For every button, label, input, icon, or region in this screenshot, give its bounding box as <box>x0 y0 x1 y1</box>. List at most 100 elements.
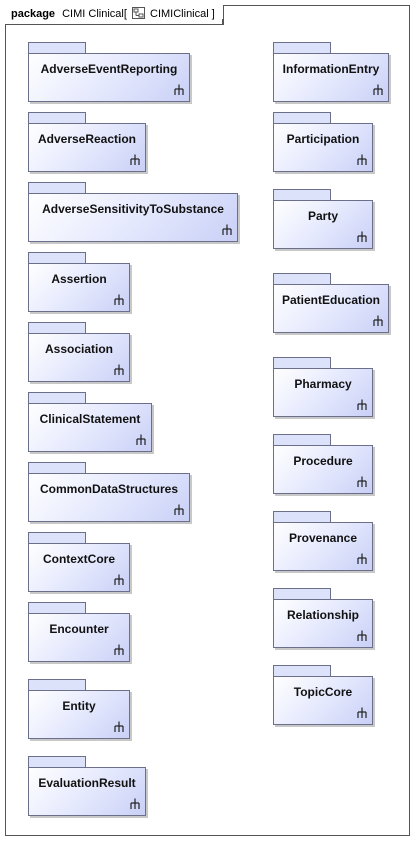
package-tab <box>273 665 331 677</box>
package-name: AdverseSensitivityToSubstance <box>42 202 224 216</box>
package-tab <box>28 392 86 404</box>
package-body <box>28 193 238 242</box>
package-name: AdverseEventReporting <box>40 62 178 76</box>
package-tab <box>28 532 86 544</box>
package-body <box>273 123 373 172</box>
package-tab <box>28 42 86 54</box>
package-tab <box>28 322 86 334</box>
package-name: Party <box>307 209 339 223</box>
package-name: EvaluationResult <box>38 776 136 790</box>
package-body <box>273 445 373 494</box>
package-assertion[interactable]: Assertion <box>28 252 130 312</box>
package-name: AdverseReaction <box>37 132 137 146</box>
package-tab <box>28 252 86 264</box>
package-information-entry[interactable]: InformationEntry <box>273 42 389 102</box>
package-contents-icon <box>130 798 140 809</box>
package-relationship[interactable]: Relationship <box>273 588 373 648</box>
package-tab <box>28 112 86 124</box>
package-name: Procedure <box>293 454 353 468</box>
package-tab <box>28 182 86 194</box>
package-contents-icon <box>373 315 383 326</box>
package-name: Entity <box>62 699 96 713</box>
frame-keyword: package <box>11 8 56 20</box>
package-name: PatientEducation <box>281 293 380 307</box>
package-body <box>28 333 130 382</box>
package-clinical-statement[interactable]: ClinicalStatement <box>28 392 152 452</box>
package-common-data-structures[interactable]: CommonDataStructures <box>28 462 190 522</box>
package-body <box>273 53 389 102</box>
package-tab <box>273 189 331 201</box>
package-body <box>28 53 190 102</box>
package-contents-icon <box>136 434 146 445</box>
package-body <box>28 403 152 452</box>
frame-package-name: CIMI Clinical[ <box>62 8 127 20</box>
package-body <box>28 690 130 739</box>
package-name: CommonDataStructures <box>39 482 179 496</box>
package-contents-icon <box>174 84 184 95</box>
package-body <box>28 123 146 172</box>
package-entity[interactable]: Entity <box>28 679 130 739</box>
package-topic-core[interactable]: TopicCore <box>273 665 373 725</box>
package-body <box>28 263 130 312</box>
package-tab <box>273 357 331 369</box>
package-body <box>273 522 373 571</box>
package-name: Encounter <box>49 622 109 636</box>
package-body <box>273 284 389 333</box>
package-name: TopicCore <box>293 685 353 699</box>
package-tab <box>273 42 331 54</box>
package-contents-icon <box>357 399 367 410</box>
package-contents-icon <box>114 644 124 655</box>
package-contents-icon <box>130 154 140 165</box>
frame-diagram-name: CIMIClinical <box>150 8 209 20</box>
package-contents-icon <box>357 231 367 242</box>
package-contents-icon <box>357 154 367 165</box>
package-name: ContextCore <box>42 552 115 566</box>
package-procedure[interactable]: Procedure <box>273 434 373 494</box>
frame-close-bracket: ] <box>211 8 215 20</box>
package-evaluation-result[interactable]: EvaluationResult <box>28 756 146 816</box>
package-body <box>28 543 130 592</box>
package-provenance[interactable]: Provenance <box>273 511 373 571</box>
package-name: Association <box>44 342 113 356</box>
package-patient-education[interactable]: PatientEducation <box>273 273 389 333</box>
package-tab <box>273 273 331 285</box>
package-name: Assertion <box>51 272 107 286</box>
package-contents-icon <box>114 294 124 305</box>
package-contents-icon <box>373 84 383 95</box>
package-body <box>273 599 373 648</box>
package-body <box>28 473 190 522</box>
package-name: Participation <box>286 132 360 146</box>
package-body <box>273 676 373 725</box>
package-adverse-reaction[interactable]: AdverseReaction <box>28 112 146 172</box>
package-association[interactable]: Association <box>28 322 130 382</box>
package-name: Pharmacy <box>294 377 352 391</box>
package-body <box>28 767 146 816</box>
package-party[interactable]: Party <box>273 189 373 249</box>
package-adverse-sensitivity-to-substance[interactable]: AdverseSensitivityToSubstance <box>28 182 238 242</box>
package-name: Provenance <box>288 531 358 545</box>
package-tab <box>28 756 86 768</box>
package-body <box>273 368 373 417</box>
package-context-core[interactable]: ContextCore <box>28 532 130 592</box>
package-adverse-event-reporting[interactable]: AdverseEventReporting <box>28 42 190 102</box>
package-name: InformationEntry <box>282 62 380 76</box>
package-contents-icon <box>357 476 367 487</box>
package-tab <box>273 112 331 124</box>
package-contents-icon <box>114 364 124 375</box>
package-contents-icon <box>222 224 232 235</box>
package-tab <box>28 462 86 474</box>
package-tab <box>28 602 86 614</box>
diagram-icon <box>131 7 145 19</box>
package-pharmacy[interactable]: Pharmacy <box>273 357 373 417</box>
package-tab <box>273 434 331 446</box>
diagram-frame-header: package CIMI Clinical[ CIMIClinical ] <box>5 5 224 25</box>
package-encounter[interactable]: Encounter <box>28 602 130 662</box>
package-contents-icon <box>114 721 124 732</box>
package-tab <box>273 588 331 600</box>
package-contents-icon <box>114 574 124 585</box>
package-contents-icon <box>357 707 367 718</box>
package-body <box>273 200 373 249</box>
package-participation[interactable]: Participation <box>273 112 373 172</box>
package-name: Relationship <box>286 608 359 622</box>
package-tab <box>273 511 331 523</box>
